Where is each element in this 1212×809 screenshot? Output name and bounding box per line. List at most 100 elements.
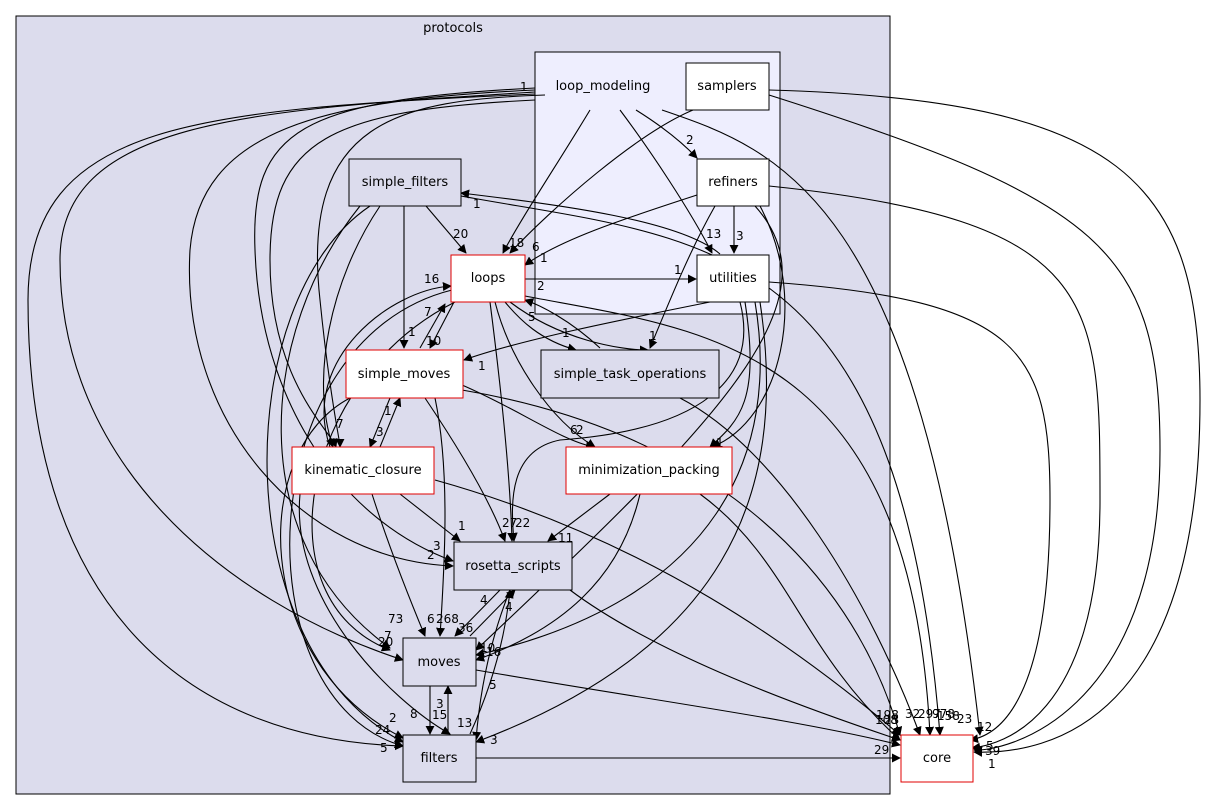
edge-rs-filters	[472, 589, 511, 741]
node-refiners-label: refiners	[708, 175, 758, 190]
edge-stops-loops	[524, 298, 601, 349]
edge-simplefilters-kc	[322, 205, 381, 448]
edge-simplefilters-core	[460, 195, 944, 736]
edge-mp-core	[699, 493, 901, 741]
label-ut-moves: 16	[486, 645, 501, 659]
label-refiners-core: 12	[977, 720, 992, 734]
loop-modeling-label[interactable]: loop_modeling	[556, 79, 651, 94]
node-filters[interactable]: filters	[402, 734, 477, 783]
label-rs-moves2: 5	[489, 678, 497, 692]
label-simplemoves-moves: 268	[436, 612, 459, 626]
node-simple-filters[interactable]: simple_filters	[348, 158, 462, 207]
edge-labels: 1 18 6 1 2 13 3 1 20 1 2 5 1 1 16 7 10 1…	[336, 80, 1000, 771]
label-lm-utilities: 13	[706, 227, 721, 241]
node-filters-label: filters	[420, 751, 457, 766]
label-stops-core: 297	[918, 707, 941, 721]
edge-simplemoves-kc	[368, 397, 391, 448]
edge-loopmodeling-filters	[27, 93, 536, 751]
label-filters-rs: 4	[505, 600, 513, 614]
edge-simplemoves-filters	[280, 397, 404, 739]
edge-loops-mp	[494, 301, 596, 448]
label-samplers-core: 39	[985, 744, 1000, 758]
edge-loops-rs	[489, 301, 517, 542]
edge-kc-rs	[399, 493, 461, 542]
edge-moves-core	[475, 669, 901, 748]
label-kc-loops: 16	[424, 272, 439, 286]
edge-loopmodeling-loops	[502, 109, 591, 254]
node-minimization-packing[interactable]: minimization_packing	[565, 446, 733, 495]
label-ut-filters: 3	[490, 733, 498, 747]
label-utilities-sf: 1	[473, 197, 481, 211]
edge-utilities-simplefilters	[460, 189, 721, 255]
edge-utilities-mp	[709, 301, 751, 448]
label-ut-core: 23	[957, 712, 972, 726]
edges	[27, 87, 1201, 763]
edge-refiners-core	[768, 185, 1101, 752]
edge-loops-stops	[504, 301, 577, 353]
node-utilities[interactable]: utilities	[696, 254, 770, 303]
edge-filters-rs	[469, 589, 514, 735]
label-sf-simplemoves: 1	[408, 325, 416, 339]
label-lm-rs: 3	[433, 539, 441, 553]
label-loops-mp: 2	[576, 423, 584, 437]
node-samplers-label: samplers	[697, 79, 757, 94]
node-samplers[interactable]: samplers	[685, 62, 770, 111]
node-core[interactable]: core	[900, 734, 974, 783]
edge-kc-filters	[298, 493, 451, 735]
label-rs-moves: 36	[458, 621, 473, 635]
label-simplemoves-rs: 27	[502, 516, 517, 530]
label-lm-moves: 7	[384, 629, 392, 643]
edge-kc-core	[434, 479, 901, 736]
node-loops-label: loops	[471, 271, 506, 286]
label-refiners-stops: 1	[649, 329, 657, 343]
label-sf-core: 5	[986, 739, 994, 753]
node-loops[interactable]: loops	[450, 254, 526, 303]
edge-simplefilters-loops	[425, 205, 467, 254]
label-kc-simplemoves: 1	[384, 404, 392, 418]
edge-loopmodeling-core	[661, 109, 984, 736]
node-kinematic-closure[interactable]: kinematic_closure	[291, 446, 435, 495]
node-simple-moves-label: simple_moves	[358, 367, 451, 382]
label-loops-utilities: 1	[674, 263, 682, 277]
edge-samplers-core2	[768, 94, 1161, 756]
edge-loopmodeling-moves	[59, 91, 536, 662]
label-sm-filters: 8	[410, 707, 418, 721]
label-lm-refiners: 2	[686, 133, 694, 147]
edge-refiners-loops	[524, 194, 698, 266]
node-simple-moves[interactable]: simple_moves	[345, 349, 464, 399]
node-refiners[interactable]: refiners	[696, 158, 770, 207]
label-loops-simplemoves: 10	[426, 334, 441, 348]
label-loops-core: 158	[937, 709, 960, 723]
label-simplemoves-kc: 3	[376, 425, 384, 439]
label-stops-loops: 5	[528, 310, 536, 324]
edge-loopmodeling-refiners	[635, 109, 698, 159]
edge-loopmodeling-rs2	[188, 89, 536, 571]
label-moves-rs: 4	[480, 593, 488, 607]
label-utilities-mp: 1	[716, 436, 724, 450]
label-refiners-loops: 1	[540, 251, 548, 265]
node-simple-task-operations[interactable]: simple_task_operations	[540, 349, 720, 399]
node-core-label: core	[923, 751, 951, 766]
node-moves[interactable]: moves	[402, 637, 477, 687]
node-minimization-packing-label: minimization_packing	[578, 463, 720, 478]
edge-loops-filters	[289, 289, 453, 749]
label-sf-loops: 20	[453, 227, 468, 241]
edge-samplers-core	[768, 89, 1201, 757]
label-moves-filters: 15	[432, 708, 447, 722]
edge-utilities-simplemoves	[463, 301, 711, 362]
edge-utilities-filters	[475, 301, 768, 744]
edge-loopmodeling-kc	[316, 94, 546, 448]
edge-refiners-mp	[711, 205, 786, 449]
edge-stops-core	[679, 397, 922, 736]
edge-lm-kc2	[269, 99, 536, 448]
label-sm-core: 978	[932, 707, 955, 721]
edge-mp-rs	[547, 493, 611, 542]
label-utilities-loops: 2	[537, 279, 545, 293]
edge-simplefilters-moves	[280, 205, 391, 649]
label-filters-core: 29	[874, 743, 889, 757]
label-lm-count: 1	[520, 80, 528, 94]
edge-utilities-core	[768, 281, 1051, 744]
node-simple-task-operations-label: simple_task_operations	[554, 367, 707, 382]
edge-simplemoves-rs	[424, 397, 507, 542]
node-rosetta-scripts[interactable]: rosetta_scripts	[453, 541, 573, 591]
